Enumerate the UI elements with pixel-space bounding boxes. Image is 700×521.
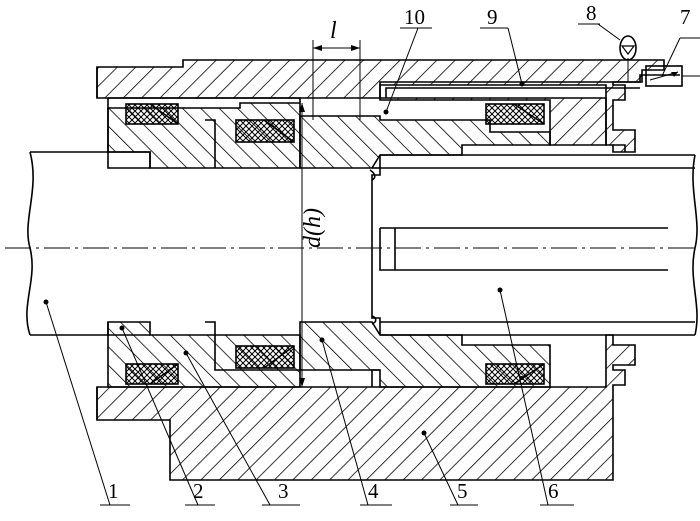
- seal-upper-right: [485, 103, 545, 125]
- part-label-7: 7: [680, 5, 691, 29]
- part-label-10: 10: [404, 5, 425, 29]
- leader-10: [383, 27, 432, 115]
- length-label: l: [330, 18, 337, 44]
- leader-7: [661, 37, 700, 77]
- seal-lower-mid: [235, 345, 295, 369]
- part-label-5: 5: [457, 479, 468, 503]
- part-label-9: 9: [487, 5, 498, 29]
- leader-1: [43, 299, 130, 506]
- sleeve-upper: [379, 97, 607, 146]
- seal-upper-left: [125, 103, 179, 125]
- part-label-4: 4: [368, 479, 379, 503]
- part-label-2: 2: [193, 479, 204, 503]
- leader-6: [497, 287, 574, 506]
- diameter-label: d(h): [300, 208, 326, 248]
- housing-lower: [96, 334, 636, 481]
- leader-5: [421, 430, 478, 506]
- part-label-6: 6: [548, 479, 559, 503]
- seal-upper-mid: [235, 119, 295, 143]
- part-label-3: 3: [278, 479, 289, 503]
- leader-3: [183, 350, 300, 506]
- part-label-8: 8: [586, 1, 597, 25]
- seal-lower-right: [485, 363, 545, 385]
- leader-8: [578, 23, 621, 41]
- part-label-1: 1: [108, 479, 119, 503]
- pressure-gauge: [619, 35, 637, 61]
- shaft-left: [30, 151, 108, 336]
- leader-4: [319, 337, 392, 506]
- leader-9: [480, 27, 525, 87]
- leader-2: [119, 325, 215, 506]
- oil-passage: [379, 74, 680, 98]
- seal-lower-left: [125, 363, 179, 385]
